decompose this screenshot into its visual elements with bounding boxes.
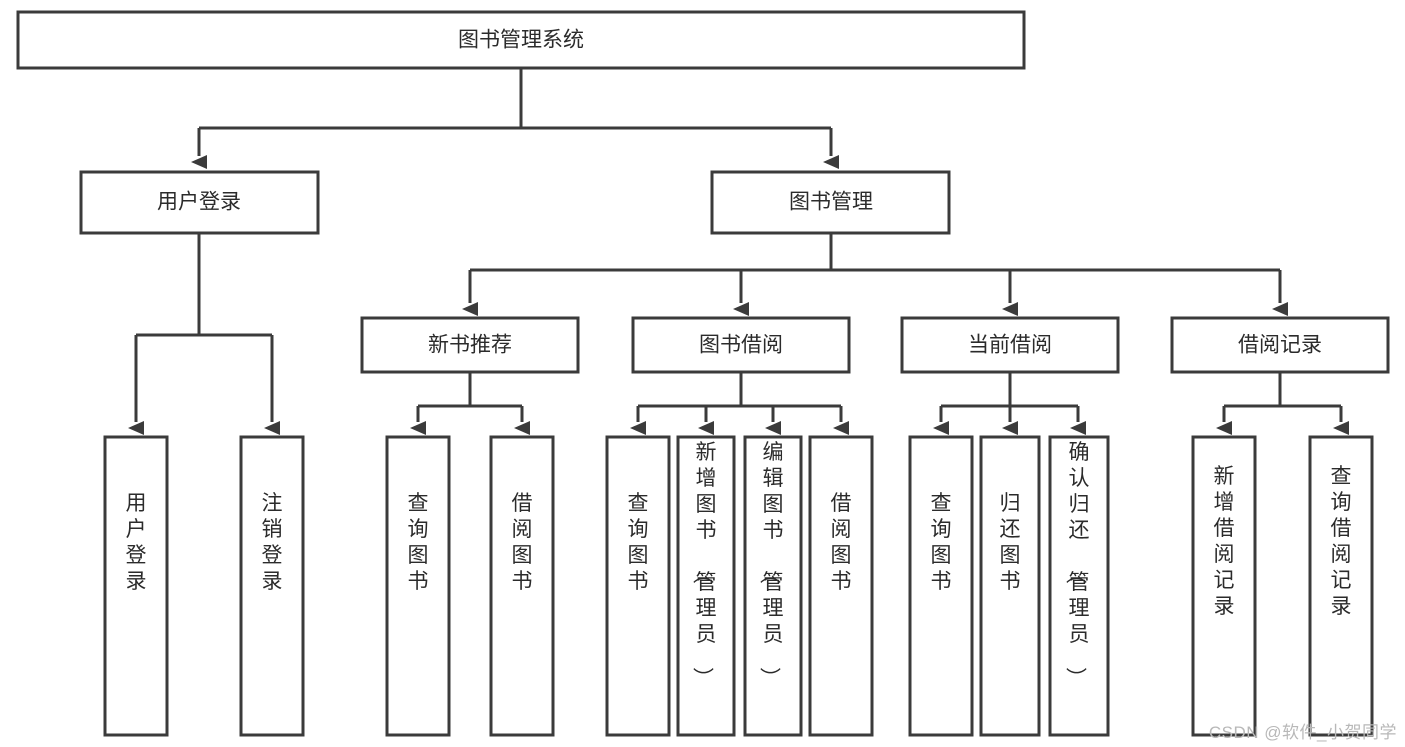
node-book-borrow-box (631, 316, 851, 374)
connector-group-root (191, 68, 839, 169)
leaf-new-book-1[interactable]: 查询图书 (385, 435, 451, 737)
leaf-book-borrow-4-label: 借阅图书 (831, 492, 852, 593)
connector-group-user-login (128, 233, 280, 435)
node-new-book-recommend-label: 新书推荐 (428, 334, 512, 357)
node-borrow-record-box (1170, 316, 1390, 374)
leaf-book-borrow-4-box (808, 435, 874, 737)
leaf-book-borrow-1-label: 查询图书 (628, 492, 649, 593)
node-borrow-record-label: 借阅记录 (1238, 334, 1322, 357)
leaf-borrow-record-1-label: 新增借阅记录 (1214, 465, 1235, 618)
leaf-current-borrow-2[interactable]: 归还图书 (979, 435, 1041, 737)
leaf-borrow-record-2-label: 查询借阅记录 (1331, 465, 1352, 618)
leaf-borrow-record-1-box (1191, 435, 1257, 737)
leaf-user-login-2-box (239, 435, 305, 737)
connector-group-book-manage (462, 233, 1288, 316)
node-root-box (16, 10, 1026, 70)
node-new-book-recommend-box (360, 316, 580, 374)
connector-group-current-borrow (933, 372, 1086, 435)
leaf-user-login-1-label: 用户登录 (126, 492, 147, 593)
leaf-borrow-record-2[interactable]: 查询借阅记录 (1308, 435, 1374, 737)
leaf-user-login-1-box (103, 435, 169, 737)
node-book-manage-box (710, 170, 951, 235)
leaf-current-borrow-3-box (1048, 435, 1110, 737)
node-book-borrow-label: 图书借阅 (699, 334, 783, 357)
leaf-borrow-record-2-box (1308, 435, 1374, 737)
leaf-user-login-2-label: 注销登录 (262, 492, 283, 593)
leaf-current-borrow-2-box (979, 435, 1041, 737)
node-book-manage[interactable]: 图书管理 (710, 170, 951, 235)
leaf-book-borrow-3[interactable]: 编辑图书（管理员） (743, 435, 803, 737)
node-borrow-record[interactable]: 借阅记录 (1170, 316, 1390, 374)
leaf-current-borrow-1[interactable]: 查询图书 (908, 435, 974, 737)
node-user-login-box (79, 170, 320, 235)
leaf-user-login-2[interactable]: 注销登录 (239, 435, 305, 737)
leaf-book-borrow-3-label: 编辑图书（管理员） (758, 441, 784, 688)
leaf-new-book-2-box (489, 435, 555, 737)
leaf-book-borrow-1-box (605, 435, 671, 737)
leaf-book-borrow-2-box (676, 435, 736, 737)
leaf-user-login-1[interactable]: 用户登录 (103, 435, 169, 737)
node-book-manage-label: 图书管理 (789, 191, 873, 214)
leaf-book-borrow-2-label: 新增图书（管理员） (691, 441, 717, 688)
leaf-book-borrow-2[interactable]: 新增图书（管理员） (676, 435, 736, 737)
connector-group-new-book-recommend (410, 372, 530, 435)
leaf-new-book-2-label: 借阅图书 (512, 492, 533, 593)
connector-group-book-borrow (630, 372, 849, 435)
node-book-borrow[interactable]: 图书借阅 (631, 316, 851, 374)
leaf-new-book-2[interactable]: 借阅图书 (489, 435, 555, 737)
leaf-new-book-1-box (385, 435, 451, 737)
connector-group-borrow-record (1216, 372, 1349, 435)
leaf-new-book-1-label: 查询图书 (408, 492, 429, 593)
leaf-current-borrow-3[interactable]: 确认归还（管理员） (1048, 435, 1110, 737)
node-current-borrow[interactable]: 当前借阅 (900, 316, 1120, 374)
leaf-book-borrow-4[interactable]: 借阅图书 (808, 435, 874, 737)
leaf-current-borrow-1-box (908, 435, 974, 737)
leaf-borrow-record-1[interactable]: 新增借阅记录 (1191, 435, 1257, 737)
node-current-borrow-box (900, 316, 1120, 374)
node-root-system[interactable]: 图书管理系统 (16, 10, 1026, 70)
leaf-current-borrow-3-label: 确认归还（管理员） (1064, 441, 1090, 688)
leaf-current-borrow-1-label: 查询图书 (931, 492, 952, 593)
node-new-book-recommend[interactable]: 新书推荐 (360, 316, 580, 374)
leaf-book-borrow-3-box (743, 435, 803, 737)
node-user-login-label: 用户登录 (157, 191, 241, 214)
node-user-login[interactable]: 用户登录 (79, 170, 320, 235)
leaf-current-borrow-2-label: 归还图书 (1000, 492, 1021, 593)
node-root-label: 图书管理系统 (458, 29, 584, 52)
node-current-borrow-label: 当前借阅 (968, 334, 1052, 357)
leaf-book-borrow-1[interactable]: 查询图书 (605, 435, 671, 737)
